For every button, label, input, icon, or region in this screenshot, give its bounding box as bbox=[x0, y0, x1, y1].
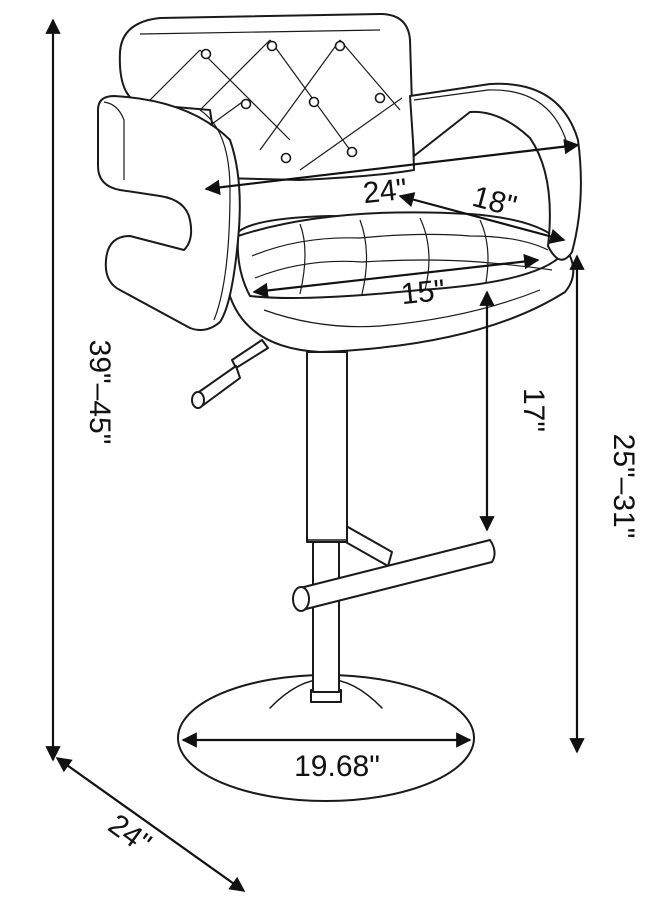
seat-height-label: 25"–31" bbox=[607, 434, 640, 539]
tuft-button bbox=[334, 40, 346, 52]
depth-line bbox=[55, 757, 246, 892]
overall-height-label: 39"–45" bbox=[83, 340, 116, 445]
left-armrest bbox=[97, 95, 241, 331]
right-armrest bbox=[409, 82, 582, 261]
seat-width-line bbox=[252, 253, 540, 299]
stool-drawing bbox=[97, 13, 582, 802]
tuft-button bbox=[266, 40, 278, 52]
tuft-button bbox=[308, 96, 320, 108]
tuft-button bbox=[280, 152, 292, 164]
width-label: 24" bbox=[361, 173, 408, 210]
right-armrest-seam bbox=[413, 89, 567, 141]
lower-column bbox=[312, 539, 340, 693]
base-diameter-label: 19.68" bbox=[294, 750, 380, 783]
dimension-lines bbox=[45, 18, 585, 892]
height-lever bbox=[191, 339, 269, 409]
seat-width-label: 15" bbox=[399, 274, 446, 311]
width-line bbox=[204, 138, 580, 196]
foot-rest bbox=[292, 517, 496, 612]
gas-cylinder bbox=[306, 351, 348, 543]
dimension-labels: 39"–45" 24" 24" 18" 15" 17" 25"–31" 19.6… bbox=[83, 173, 640, 861]
depth-label: 24" bbox=[102, 808, 157, 861]
seat-depth-line bbox=[398, 192, 566, 244]
tuft-button bbox=[346, 146, 358, 158]
tuft-button bbox=[374, 92, 386, 104]
tuft-button bbox=[200, 48, 212, 60]
tuft-button bbox=[240, 98, 252, 110]
arm-to-seat-label: 17" bbox=[517, 388, 550, 432]
